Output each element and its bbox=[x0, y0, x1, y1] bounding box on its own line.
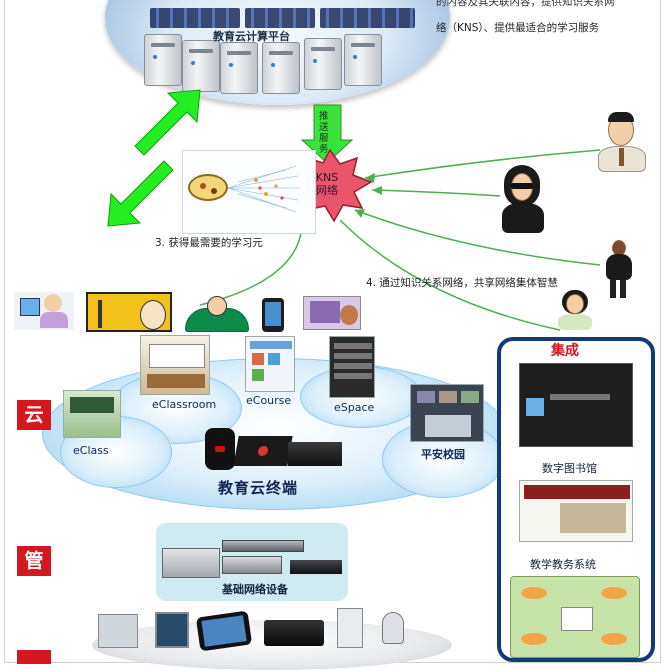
step-4-caption: 4. 通过知识关系网络，共享网络集体智慧 bbox=[366, 277, 558, 289]
terminal-icon bbox=[233, 436, 293, 466]
cell-nucleus-icon bbox=[200, 183, 206, 189]
eclass-photo bbox=[63, 390, 121, 438]
step-3-caption: 3. 获得最需要的学习元 bbox=[155, 237, 263, 249]
kns-label-line1: KNS bbox=[315, 171, 339, 184]
kns-network-label: KNS 网络 bbox=[299, 171, 355, 197]
person-icon bbox=[498, 163, 548, 233]
arrow-icon bbox=[134, 89, 201, 156]
tablet-icon bbox=[195, 610, 253, 652]
arrow-icon bbox=[300, 104, 354, 164]
online-learner-icon bbox=[185, 296, 249, 332]
ecourse-screenshot bbox=[245, 336, 295, 392]
note-line-2: 络（KNS）、提供最适合的学习服务 bbox=[436, 22, 600, 34]
student-computer-icon bbox=[14, 292, 74, 330]
label-eclass: eClass bbox=[73, 444, 109, 457]
switch-icon bbox=[222, 556, 282, 574]
library-screenshot bbox=[519, 363, 633, 447]
kns-label-line2: 网络 bbox=[316, 184, 338, 197]
integration-title: 集成 bbox=[551, 343, 579, 359]
network-title: 基础网络设备 bbox=[222, 583, 288, 596]
rack-strip-mid bbox=[245, 8, 315, 28]
router-icon bbox=[162, 548, 220, 578]
label-espace: eSpace bbox=[334, 401, 375, 414]
espace-screenshot bbox=[329, 336, 375, 398]
tower-cartoon-icon bbox=[86, 292, 172, 332]
safe-campus-photo bbox=[410, 384, 484, 442]
server-icon bbox=[344, 34, 382, 86]
terminal-icon bbox=[288, 442, 342, 466]
arrow-icon bbox=[107, 160, 174, 227]
tag-manage: 管 bbox=[17, 546, 51, 576]
tablet-reader-icon bbox=[303, 296, 361, 330]
person-icon bbox=[556, 290, 594, 330]
push-service-label: 推送服务 bbox=[319, 111, 329, 155]
teaching-system-screenshot bbox=[519, 480, 633, 542]
projector-icon bbox=[264, 620, 324, 646]
label-eclassroom: eClassroom bbox=[152, 398, 217, 411]
tag-end bbox=[17, 650, 51, 664]
monitor-icon bbox=[155, 612, 189, 648]
note-line-1: 的内容及其关联内容，提供知识关系网 bbox=[436, 0, 615, 8]
label-ecourse: eCourse bbox=[246, 394, 292, 407]
cell-nucleus-icon bbox=[211, 188, 217, 194]
server-icon bbox=[144, 34, 182, 86]
person-icon bbox=[602, 238, 636, 300]
server-icon bbox=[304, 38, 342, 90]
label-safe-campus: 平安校园 bbox=[421, 448, 465, 461]
system-diagram-thumb bbox=[510, 576, 640, 658]
learning-cell-icon bbox=[188, 174, 228, 201]
switch-icon bbox=[290, 560, 342, 574]
whiteboard-icon bbox=[337, 608, 363, 648]
person-icon bbox=[594, 110, 650, 172]
knowledge-rays bbox=[227, 165, 300, 213]
switch-icon bbox=[222, 540, 304, 552]
terminal-icon bbox=[205, 428, 235, 470]
phone-icon bbox=[262, 298, 284, 332]
rack-strip-right bbox=[320, 8, 415, 28]
terminal-title: 教育云终端 bbox=[218, 479, 299, 497]
camera-icon bbox=[382, 612, 404, 644]
server-icon bbox=[262, 42, 300, 94]
teaching-system-label: 教学教务系统 bbox=[530, 558, 596, 571]
device-icon bbox=[98, 614, 138, 648]
connector-line bbox=[339, 219, 561, 331]
connector-line bbox=[364, 149, 601, 179]
tag-cloud: 云 bbox=[17, 400, 51, 430]
cloud-platform-title: 教育云计算平台 bbox=[213, 30, 290, 43]
connector-line bbox=[371, 189, 501, 197]
server-icon bbox=[220, 42, 258, 94]
library-label: 数字图书馆 bbox=[542, 462, 597, 475]
eclassroom-photo bbox=[140, 335, 210, 395]
rack-strip-left bbox=[150, 8, 240, 28]
server-icon bbox=[182, 40, 220, 92]
connector-line bbox=[354, 209, 601, 266]
